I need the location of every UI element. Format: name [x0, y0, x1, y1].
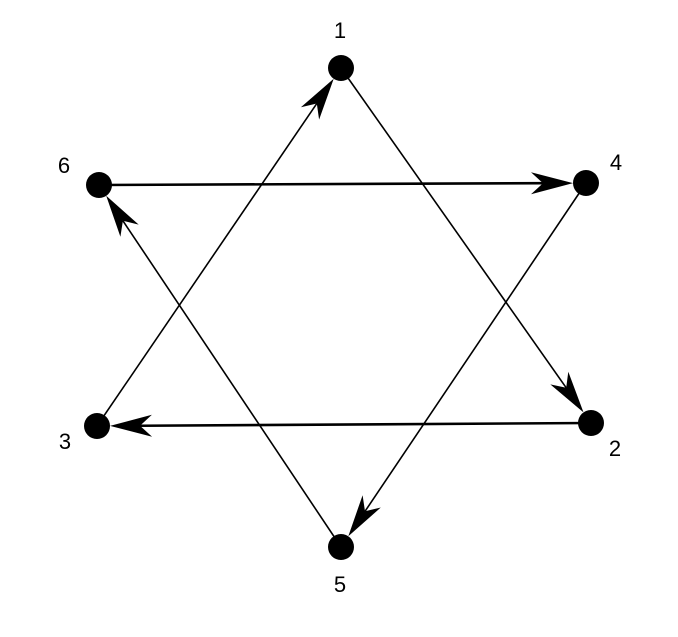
arrowhead-2-to-3	[110, 414, 153, 437]
node-3	[84, 413, 110, 439]
node-label-1: 1	[334, 18, 346, 43]
edge-3-to-1	[96, 103, 318, 427]
node-label-3: 3	[59, 429, 71, 454]
arrowhead-3-to-1	[300, 78, 334, 120]
node-label-5: 5	[334, 572, 346, 597]
node-4	[573, 170, 599, 196]
edge-2-to-3	[139, 421, 592, 428]
node-2	[578, 410, 604, 436]
edge-4-to-5	[364, 182, 587, 512]
node-6	[86, 172, 112, 198]
nodes-layer	[84, 55, 604, 560]
node-label-4: 4	[610, 150, 622, 175]
node-label-6: 6	[58, 153, 70, 178]
arrowhead-5-to-6	[106, 195, 139, 237]
arrowhead-4-to-5	[348, 495, 381, 537]
arrowhead-6-to-4	[531, 172, 573, 195]
edges-layer	[96, 67, 592, 548]
edge-1-to-2	[340, 67, 567, 389]
labels-layer: 1 2 3 4 5 6	[58, 18, 622, 597]
arrowhead-1-to-2	[550, 371, 584, 413]
node-5	[328, 534, 354, 560]
edge-6-to-4	[98, 181, 544, 187]
node-label-2: 2	[609, 436, 621, 461]
node-1	[328, 55, 354, 81]
edge-5-to-6	[122, 220, 342, 548]
